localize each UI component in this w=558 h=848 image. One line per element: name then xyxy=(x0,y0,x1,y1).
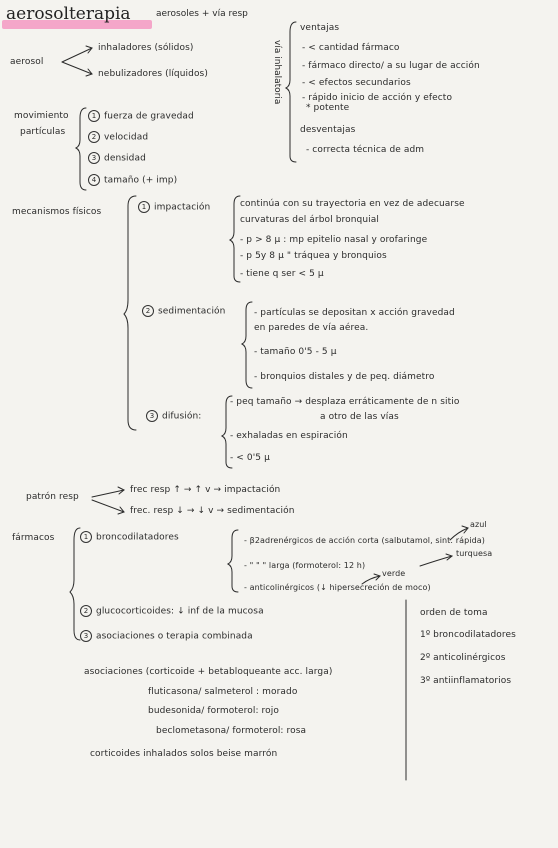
ventaja-item: - fármaco directo/ a su lugar de acción xyxy=(302,61,480,71)
mecanismos-label: mecanismos físicos xyxy=(12,207,102,217)
number-circle: 2 xyxy=(142,305,154,317)
movimiento-label: movimiento xyxy=(14,111,69,121)
asociacion-detail: corticoides inhalados solos beise marrón xyxy=(90,749,278,759)
asociacion-detail: beclometasona/ formoterol: rosa xyxy=(156,726,307,736)
number-circle: 4 xyxy=(88,174,100,186)
number-circle: 1 xyxy=(88,110,100,122)
number-circle: 2 xyxy=(88,131,100,143)
impactacion-line: curvaturas del árbol bronquial xyxy=(240,215,379,225)
ventaja-item: - rápido inicio de acción y efecto xyxy=(302,93,453,103)
difusion-line: - exhaladas en espiración xyxy=(230,431,348,441)
number-circle: 3 xyxy=(80,630,92,642)
desventaja-item: - correcta técnica de adm xyxy=(306,145,425,155)
difusion-line: a otro de las vías xyxy=(320,412,399,422)
difusion-label: difusión: xyxy=(162,411,202,422)
particulas-label: partículas xyxy=(20,127,66,137)
glucocorticoides-item: 2 glucocorticoides: ↓ inf de la mucosa xyxy=(80,605,264,617)
asociacion-detail: budesonida/ formoterol: rojo xyxy=(148,706,279,716)
orden-item: 2º anticolinérgicos xyxy=(420,653,506,663)
number-circle: 1 xyxy=(138,201,150,213)
broncodilatadores-label: broncodilatadores xyxy=(96,532,179,543)
sedimentacion-line: - tamaño 0'5 - 5 μ xyxy=(254,347,337,357)
movimiento-item-text: densidad xyxy=(104,153,146,164)
orden-title: orden de toma xyxy=(420,608,488,618)
impactacion-line: continúa con su trayectoria en vez de ad… xyxy=(240,199,465,209)
difusion-line: - peq tamaño → desplaza erráticamente de… xyxy=(230,397,460,407)
movimiento-item-text: velocidad xyxy=(104,132,149,143)
movimiento-item: 4 tamaño (+ imp) xyxy=(88,174,177,186)
sedimentacion-line: en paredes de vía aérea. xyxy=(254,323,369,333)
asociaciones-text: asociaciones o terapia combinada xyxy=(96,631,253,642)
impactacion-heading: 1 impactación xyxy=(138,201,210,213)
impactacion-line: - p > 8 μ : mp epitelio nasal y orofarin… xyxy=(240,235,428,245)
bronco-line: - β2adrenérgicos de acción corta (salbut… xyxy=(244,536,485,545)
page-title: aerosolterapia xyxy=(6,4,131,24)
broncodilatadores-heading: 1 broncodilatadores xyxy=(80,531,179,543)
aerosol-label: aerosol xyxy=(10,57,44,67)
movimiento-item: 2 velocidad xyxy=(88,131,148,143)
ventaja-item: - < cantidad fármaco xyxy=(302,43,400,53)
patron-label: patrón resp xyxy=(26,492,79,502)
title-highlight xyxy=(2,20,152,29)
glucocorticoides-text: glucocorticoides: ↓ inf de la mucosa xyxy=(96,606,264,617)
aerosol-item-inhaladores: inhaladores (sólidos) xyxy=(98,43,194,53)
difusion-heading: 3 difusión: xyxy=(146,410,201,422)
ventaja-item: * potente xyxy=(306,103,350,113)
annotation-turquesa: turquesa xyxy=(456,549,493,558)
movimiento-item-text: fuerza de gravedad xyxy=(104,111,194,122)
sedimentacion-heading: 2 sedimentación xyxy=(142,305,225,317)
movimiento-item-text: tamaño (+ imp) xyxy=(104,175,178,186)
sedimentacion-line: - partículas se depositan x acción grave… xyxy=(254,308,455,318)
bronco-line: - anticolinérgicos (↓ hipersecreción de … xyxy=(244,583,431,592)
number-circle: 3 xyxy=(146,410,158,422)
page-subtitle: aerosoles + vía resp xyxy=(156,9,248,19)
aerosol-item-nebulizadores: nebulizadores (líquidos) xyxy=(98,69,208,79)
impactacion-label: impactación xyxy=(154,202,211,213)
orden-item: 1º broncodilatadores xyxy=(420,630,516,640)
desventajas-label: desventajas xyxy=(300,125,356,135)
number-circle: 2 xyxy=(80,605,92,617)
bronco-line: - " " " larga (formoterol: 12 h) xyxy=(244,561,366,570)
orden-item: 3º antiinflamatorios xyxy=(420,676,512,686)
patron-line: frec. resp ↓ → ↓ v → sedimentación xyxy=(130,506,295,516)
asociacion-detail: fluticasona/ salmeterol : morado xyxy=(148,687,298,697)
impactacion-line: - p 5y 8 μ " tráquea y bronquios xyxy=(240,251,387,261)
movimiento-item: 3 densidad xyxy=(88,152,146,164)
asociaciones-item: 3 asociaciones o terapia combinada xyxy=(80,630,253,642)
number-circle: 3 xyxy=(88,152,100,164)
patron-line: frec resp ↑ → ↑ v → impactación xyxy=(130,485,281,495)
ventajas-label: ventajas xyxy=(300,23,340,33)
impactacion-line: - tiene q ser < 5 μ xyxy=(240,269,324,279)
difusion-line: - < 0'5 μ xyxy=(230,453,270,463)
movimiento-item: 1 fuerza de gravedad xyxy=(88,110,194,122)
sedimentacion-line: - bronquios distales y de peq. diámetro xyxy=(254,372,435,382)
annotation-verde: verde xyxy=(382,569,406,578)
number-circle: 1 xyxy=(80,531,92,543)
farmacos-label: fármacos xyxy=(12,533,55,543)
ventaja-item: - < efectos secundarios xyxy=(302,78,411,88)
sedimentacion-label: sedimentación xyxy=(158,306,226,317)
asociacion-detail: asociaciones (corticoide + betabloqueant… xyxy=(84,667,333,677)
via-inhalatoria-label: vía inhalatoria xyxy=(272,40,282,105)
annotation-azul: azul xyxy=(470,520,487,529)
